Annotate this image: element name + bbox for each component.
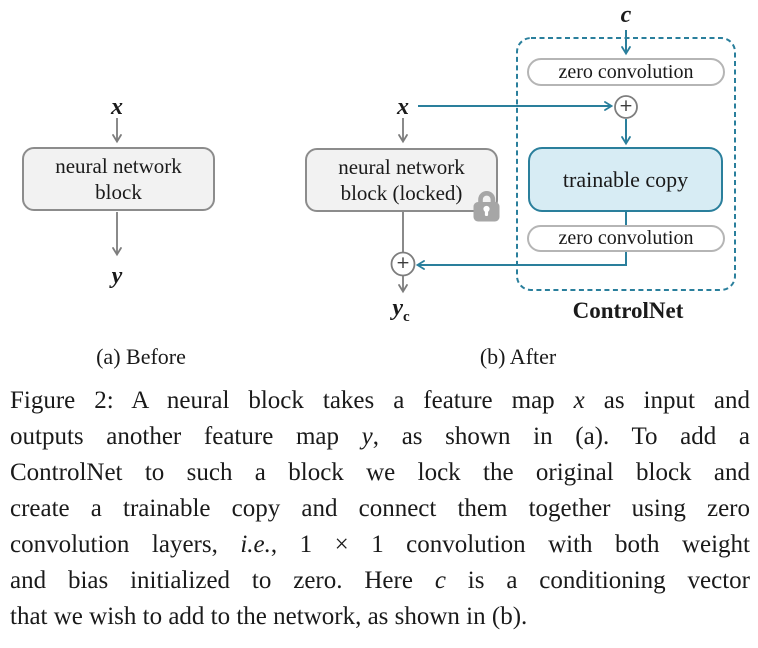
output-label-yc-base: y bbox=[392, 295, 403, 321]
zero-convolution-top: zero convolution bbox=[527, 58, 725, 86]
block-label-line: block (locked) bbox=[340, 181, 463, 205]
block-label-line: neural network bbox=[55, 154, 182, 178]
zero-convolution-bottom: zero convolution bbox=[527, 225, 725, 252]
neural-network-block-a: neural network block bbox=[22, 147, 215, 211]
output-label-yc: yc bbox=[392, 295, 409, 324]
panel-b-caption: (b) After bbox=[479, 344, 557, 369]
caption-line: that we wish to add to the network, as s… bbox=[10, 603, 528, 630]
caption-line: convolution layers, i.e., 1 × 1 convolut… bbox=[10, 531, 750, 558]
block-label-line: block bbox=[95, 180, 142, 204]
trainable-copy-block: trainable copy bbox=[528, 147, 723, 212]
lock-icon bbox=[473, 191, 500, 222]
caption-line: outputs another feature map y, as shown … bbox=[10, 423, 750, 450]
caption-line: and bias initialized to zero. Here c is … bbox=[10, 567, 750, 594]
panel-a-caption: (a) Before bbox=[96, 344, 186, 369]
caption-line: ControlNet to such a block we lock the o… bbox=[10, 459, 750, 486]
plus-icon: + bbox=[395, 253, 411, 273]
output-label-yc-subscript: c bbox=[402, 308, 410, 325]
figure-caption: Figure 2: A neural block takes a feature… bbox=[10, 383, 750, 635]
caption-line: create a trainable copy and connect them… bbox=[10, 495, 750, 522]
sum-node-bottom bbox=[390, 251, 416, 277]
input-label-x-a: x bbox=[111, 94, 123, 120]
output-label-y-a: y bbox=[111, 263, 123, 289]
input-label-x-b: x bbox=[397, 94, 409, 120]
plus-icon: + bbox=[618, 96, 634, 116]
neural-network-block-locked: neural network block (locked) bbox=[305, 148, 498, 212]
sum-node-top bbox=[614, 95, 638, 119]
arrow-zero-conv-to-sum-bottom bbox=[415, 251, 627, 270]
controlnet-label: ControlNet bbox=[572, 298, 684, 323]
caption-line: Figure 2: A neural block takes a feature… bbox=[10, 387, 750, 414]
condition-label-c: c bbox=[620, 2, 632, 28]
block-label-line: neural network bbox=[338, 155, 465, 179]
